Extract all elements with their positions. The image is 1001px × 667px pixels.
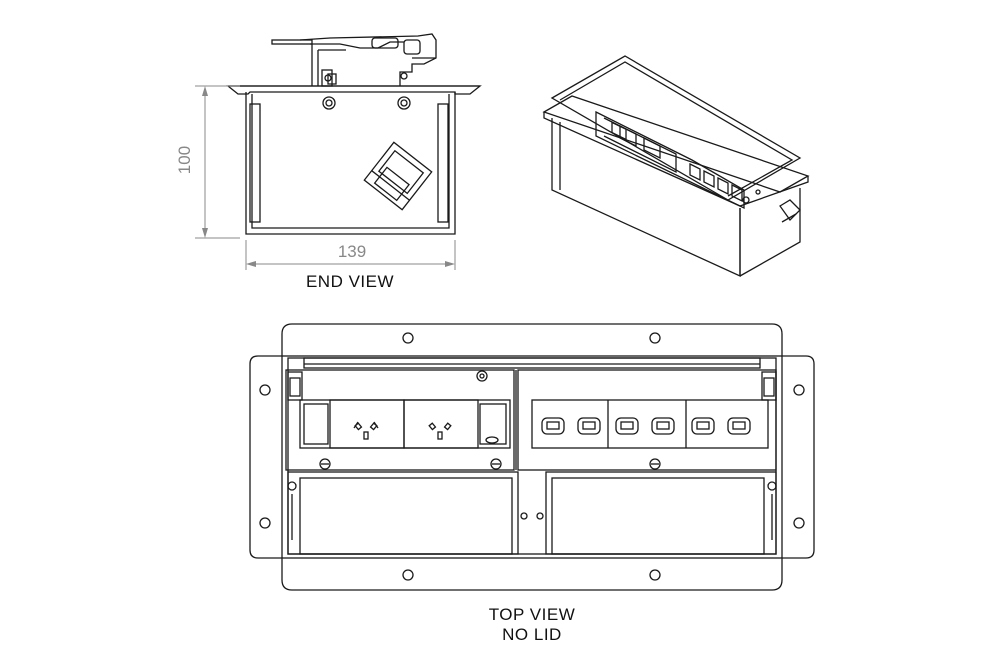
dimension-lines [195,85,456,270]
end-view-label: END VIEW [305,272,395,291]
isometric-view [542,55,810,278]
power-socket-icon [428,422,452,440]
top-view-label: TOP VIEW [488,605,576,624]
screw-icon [319,458,331,470]
screw-icon [490,458,502,470]
rj45-port-icon [541,417,565,435]
rj45-port-icon [691,417,715,435]
screw-icon [322,96,336,110]
mounting-hole [793,517,805,529]
width-dimension-label: 139 [337,242,367,261]
screw-icon [397,96,411,110]
rj45-port-icon [615,417,639,435]
socket-module [363,141,433,211]
rj45-port-icon [577,417,601,435]
power-outlet-row [299,399,511,449]
mounting-hole [402,332,414,344]
mounting-hole [259,517,271,529]
hinge-mechanism [271,33,437,87]
mounting-hole [649,332,661,344]
end-view [226,33,482,235]
power-socket-icon [353,421,379,440]
no-lid-label: NO LID [502,625,562,644]
screw-icon [649,458,661,470]
rj45-port-icon [651,417,675,435]
mounting-hole [259,384,271,396]
mounting-hole [793,384,805,396]
mounting-hole [649,569,661,581]
rj45-port-icon [727,417,751,435]
top-view [249,323,815,591]
data-port-row [531,399,769,449]
mounting-hole [402,569,414,581]
height-dimension-label: 100 [175,145,194,175]
